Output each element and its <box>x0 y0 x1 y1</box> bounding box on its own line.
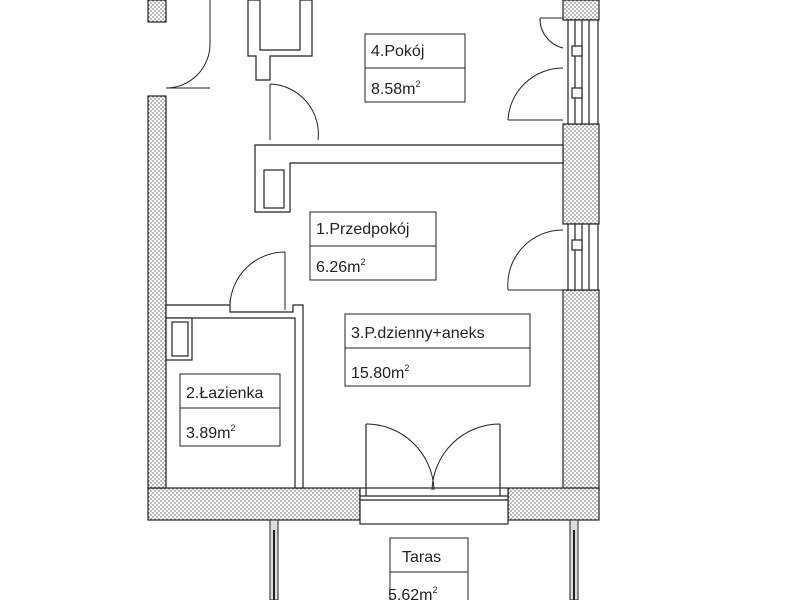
inner-wall-top <box>247 0 313 81</box>
doors <box>165 0 564 491</box>
room-area: 3.89m2 <box>186 423 235 442</box>
door-entry <box>165 0 211 89</box>
exterior-wall-bottom-left <box>147 487 361 521</box>
terrace <box>269 519 579 600</box>
room-area: 6.26m2 <box>316 257 365 276</box>
exterior-wall-right-top <box>562 0 600 21</box>
room-name: 2.Łazienka <box>186 385 263 402</box>
room-label-lazienka: 2.Łazienka 3.89m2 <box>179 373 281 447</box>
bathroom-wall <box>165 304 304 489</box>
door-bathroom <box>229 251 286 310</box>
door-room <box>269 83 319 141</box>
exterior-wall-right-low <box>562 289 600 491</box>
window-right-upper <box>567 19 599 125</box>
exterior-wall-bottom-right <box>507 487 600 521</box>
door-right-lower <box>507 229 564 291</box>
room-label-dzienny: 3.P.dzienny+aneks 15.80m2 <box>344 313 531 387</box>
exterior-wall-right-mid <box>562 123 600 225</box>
room-label-pokoj: 4.Pokój 8.58m2 <box>364 33 466 103</box>
walls <box>147 0 600 525</box>
door-balcony <box>365 423 501 491</box>
room-label-taras: Taras 5.62m2 <box>388 537 469 600</box>
room-area: 15.80m2 <box>351 363 409 382</box>
balcony-door-frame <box>359 424 509 525</box>
room-label-przedpokoj: 1.Przedpokój 6.26m2 <box>309 211 437 281</box>
room-area: 5.62m2 <box>388 585 437 600</box>
inner-wall-room-living <box>254 144 564 213</box>
room-name: 3.P.dzienny+aneks <box>351 325 485 342</box>
exterior-wall-left <box>147 95 167 489</box>
room-name: 4.Pokój <box>371 43 424 60</box>
room-name: Taras <box>402 549 441 566</box>
door-right-top <box>507 17 564 121</box>
room-area: 8.58m2 <box>371 79 420 98</box>
room-name: 1.Przedpokój <box>316 221 409 238</box>
window-right-lower <box>567 223 599 291</box>
exterior-wall-left-top <box>147 0 167 23</box>
